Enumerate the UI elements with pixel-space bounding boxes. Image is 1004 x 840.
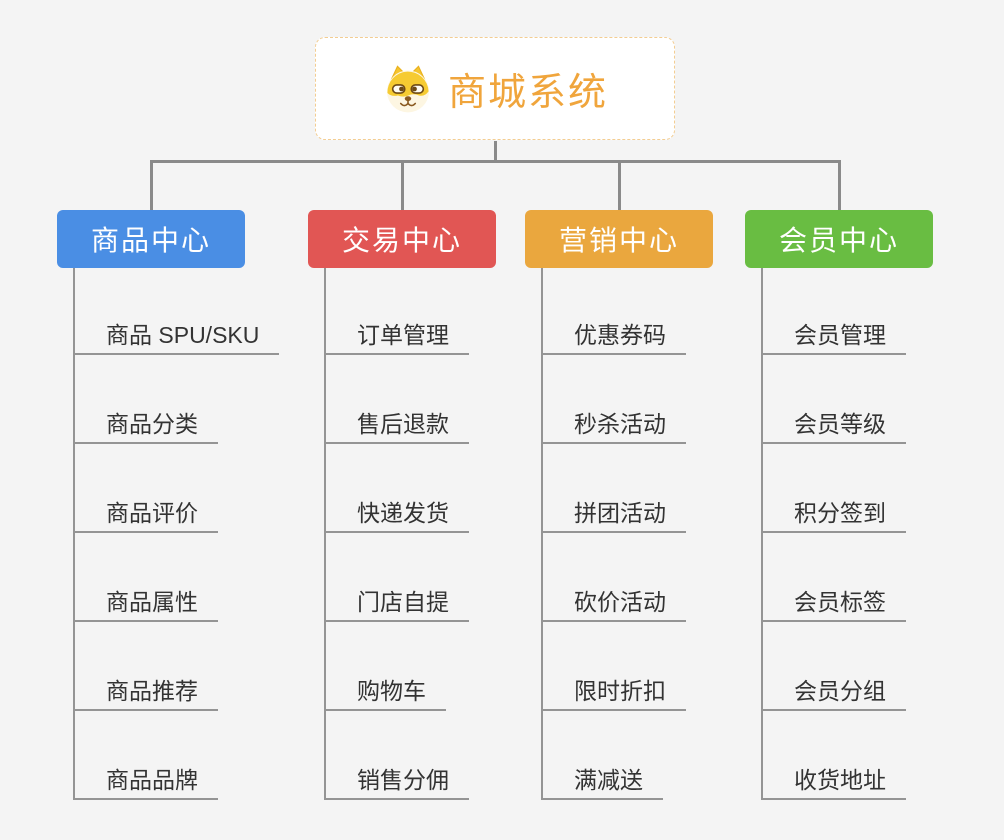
branch-node-trade-center[interactable]: 交易中心	[308, 210, 496, 268]
branch-node-label: 商品中心	[90, 225, 211, 256]
child-node-trade-center-4[interactable]: 购物车	[324, 675, 446, 711]
child-node-product-center-1[interactable]: 商品分类	[73, 408, 218, 444]
child-node-member-center-3[interactable]: 会员标签	[761, 586, 906, 622]
branch-node-label: 交易中心	[341, 225, 462, 256]
branch-node-product-center[interactable]: 商品中心	[57, 210, 245, 268]
dog-face-icon	[382, 64, 434, 114]
child-node-trade-center-2[interactable]: 快递发货	[324, 497, 469, 533]
connector-line	[493, 141, 497, 163]
child-node-trade-center-5[interactable]: 销售分佣	[324, 764, 469, 800]
connector-line	[617, 160, 621, 210]
tree-line	[73, 268, 75, 800]
child-node-product-center-0[interactable]: 商品 SPU/SKU	[73, 319, 280, 355]
child-node-member-center-4[interactable]: 会员分组	[761, 675, 906, 711]
child-node-member-center-1[interactable]: 会员等级	[761, 408, 906, 444]
tree-line	[541, 268, 543, 800]
child-node-product-center-5[interactable]: 商品品牌	[73, 764, 218, 800]
root-node-title: 商城系统	[447, 72, 608, 114]
child-node-marketing-center-2[interactable]: 拼团活动	[541, 497, 686, 533]
child-node-product-center-4[interactable]: 商品推荐	[73, 675, 218, 711]
branch-node-label: 营销中心	[558, 225, 679, 256]
child-node-marketing-center-5[interactable]: 满减送	[541, 764, 663, 800]
child-node-member-center-5[interactable]: 收货地址	[761, 764, 906, 800]
child-node-member-center-2[interactable]: 积分签到	[761, 497, 906, 533]
child-node-marketing-center-0[interactable]: 优惠券码	[541, 319, 686, 355]
child-node-product-center-2[interactable]: 商品评价	[73, 497, 218, 533]
tree-line	[324, 268, 326, 800]
child-node-product-center-3[interactable]: 商品属性	[73, 586, 218, 622]
branch-node-marketing-center[interactable]: 营销中心	[525, 210, 713, 268]
branch-node-label: 会员中心	[778, 225, 899, 256]
connector-line	[149, 160, 841, 163]
tree-line	[761, 268, 763, 800]
child-node-trade-center-0[interactable]: 订单管理	[324, 319, 469, 355]
child-node-member-center-0[interactable]: 会员管理	[761, 319, 906, 355]
child-node-trade-center-1[interactable]: 售后退款	[324, 408, 469, 444]
connector-line	[149, 160, 153, 210]
child-node-trade-center-3[interactable]: 门店自提	[324, 586, 469, 622]
child-node-marketing-center-4[interactable]: 限时折扣	[541, 675, 686, 711]
root-node[interactable]: 商城系统	[315, 37, 675, 140]
connector-line	[400, 160, 404, 210]
child-node-marketing-center-1[interactable]: 秒杀活动	[541, 408, 686, 444]
branch-node-member-center[interactable]: 会员中心	[745, 210, 933, 268]
connector-line	[837, 160, 841, 210]
child-node-marketing-center-3[interactable]: 砍价活动	[541, 586, 686, 622]
